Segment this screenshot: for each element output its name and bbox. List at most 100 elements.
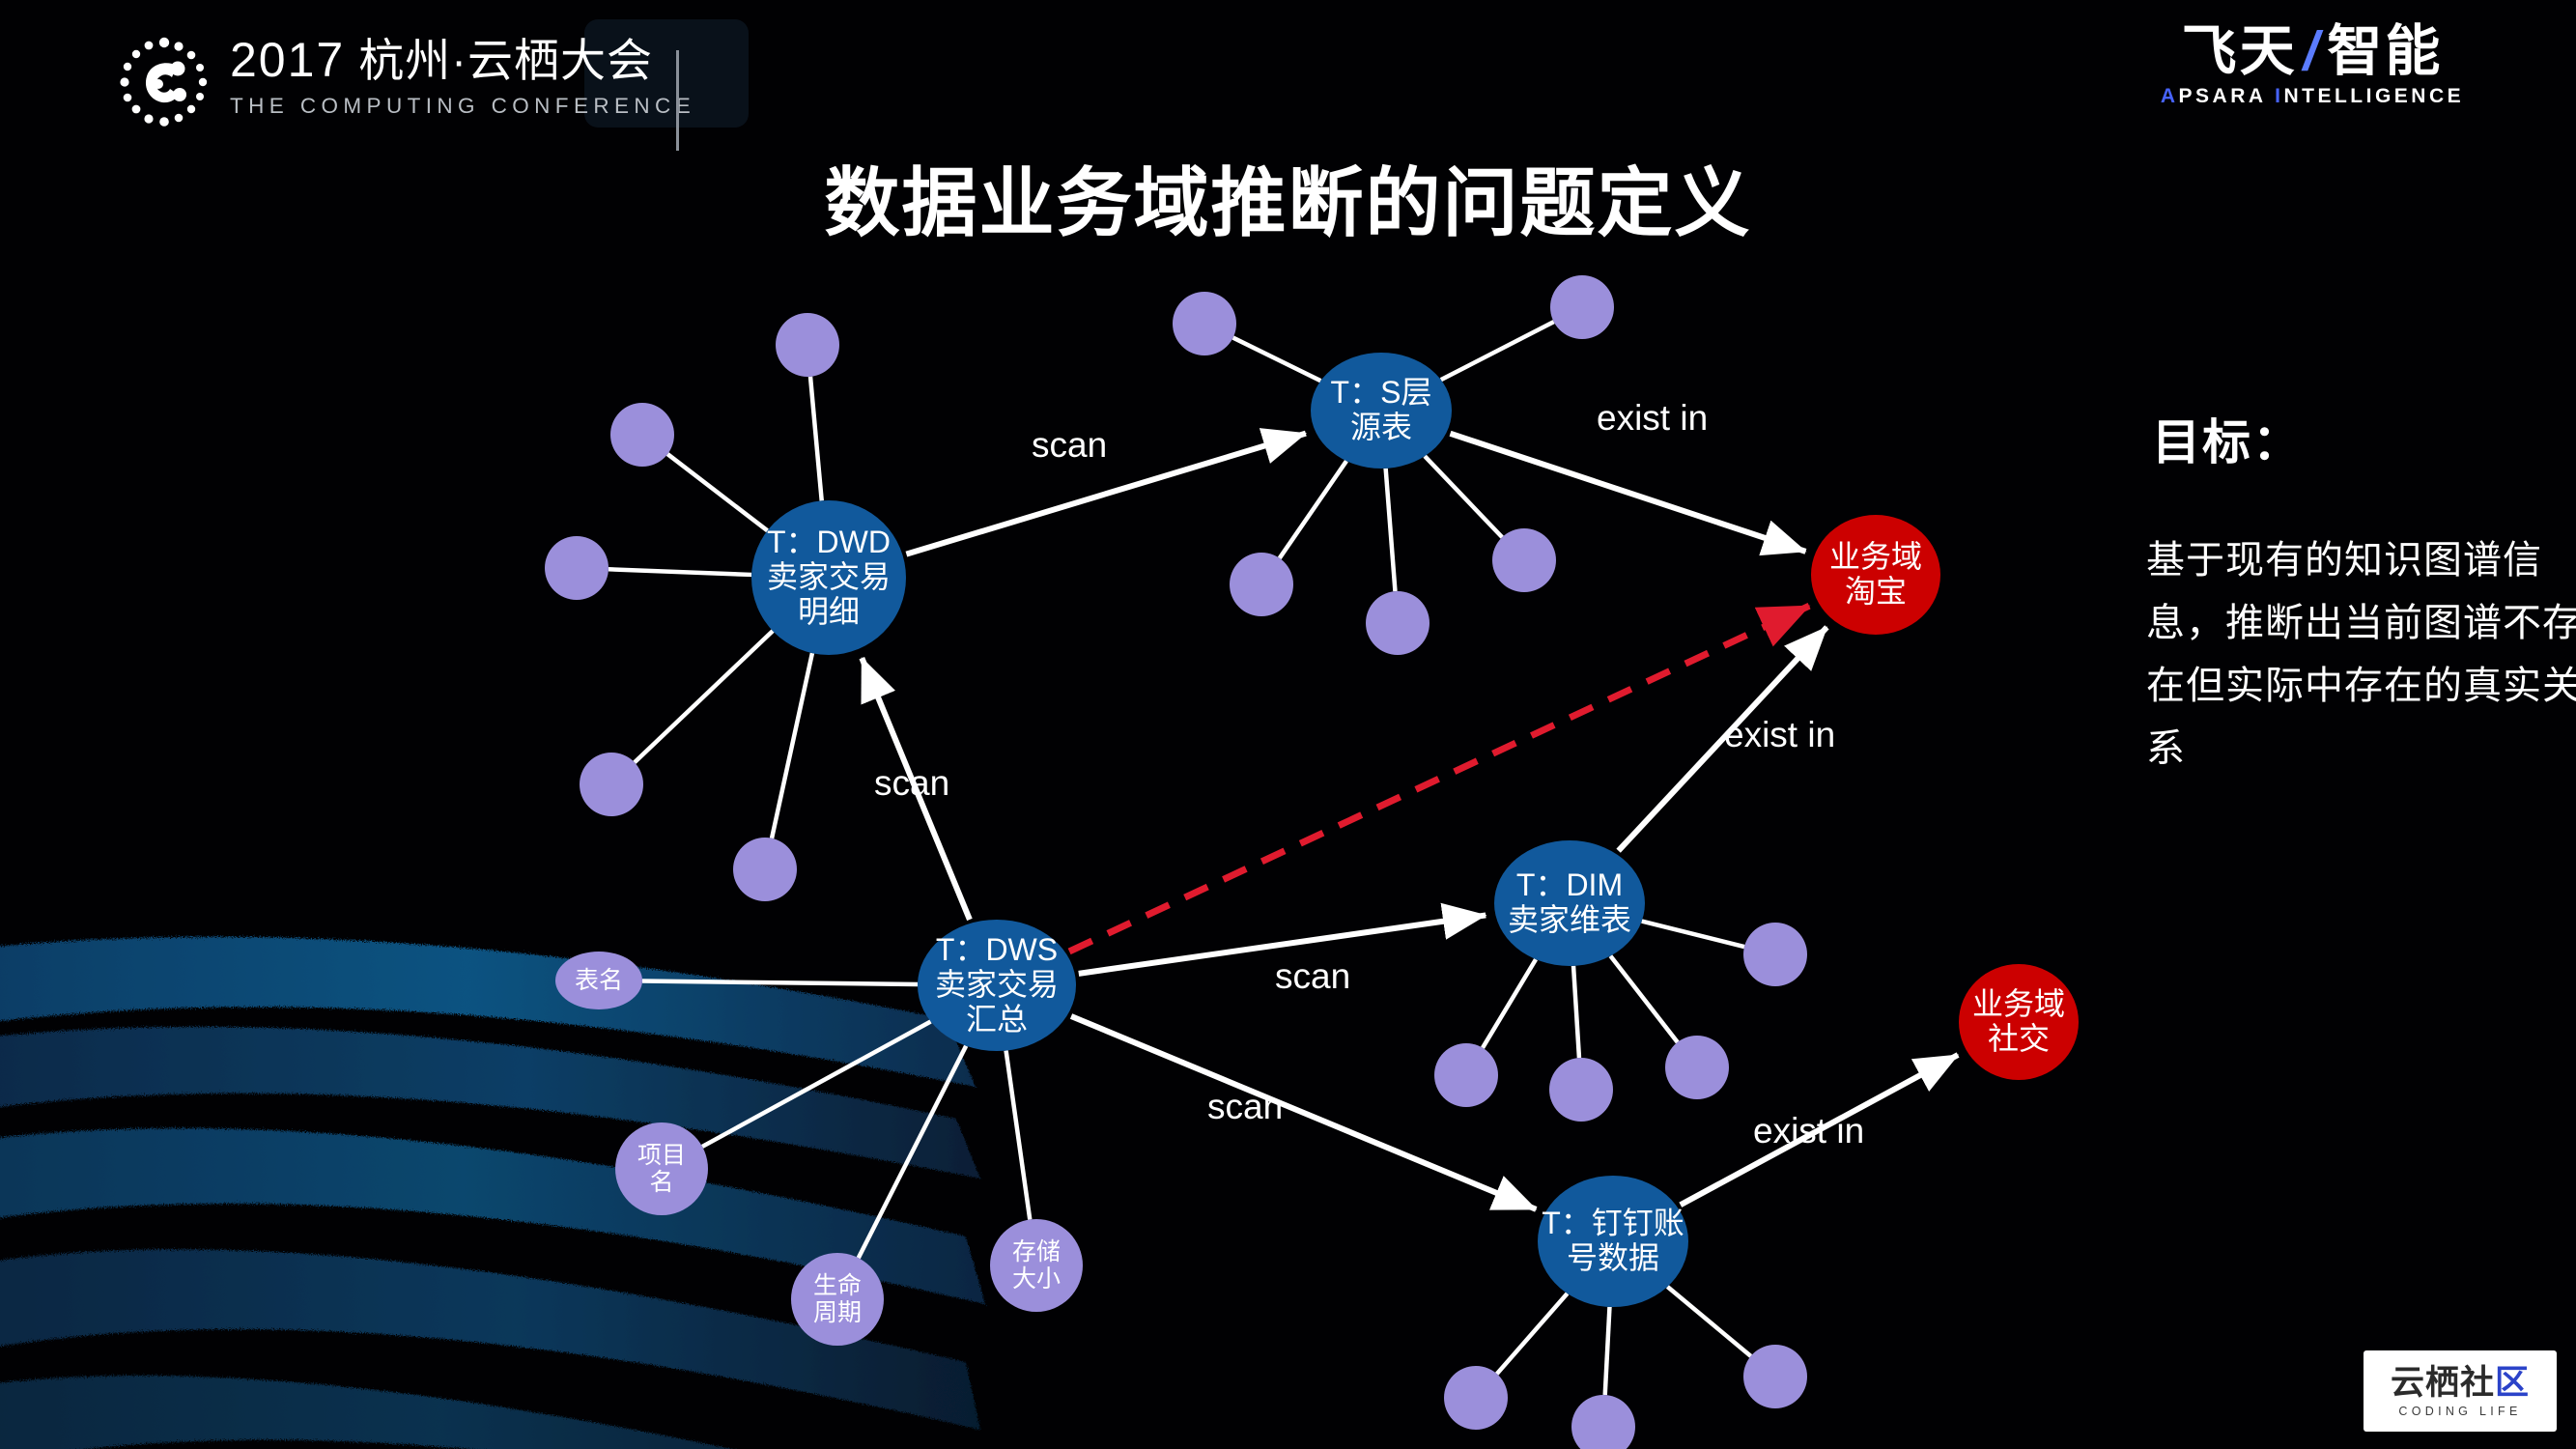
graph-spoke — [633, 629, 775, 764]
apsara-logo-cn: 飞天/智能 — [2153, 21, 2472, 81]
node-label-line: 源表 — [1349, 409, 1412, 444]
graph-node-dim[interactable] — [1494, 840, 1645, 966]
graph-spoke — [1602, 1306, 1612, 1396]
apsara-en-ntelligence: NTELLIGENCE — [2283, 85, 2465, 107]
node-label-taobao: 业务域淘宝 — [1760, 539, 1992, 610]
node-label-line: 社交 — [1987, 1020, 2050, 1056]
graph-spoke — [769, 652, 815, 839]
page-title: 数据业务域推断的问题定义 — [824, 160, 1752, 245]
dotted-c-logo-icon — [120, 37, 208, 127]
graph-spoke — [1423, 454, 1504, 539]
attribute-node[interactable] — [580, 753, 643, 816]
graph-edge-dwd-to-slayer — [905, 428, 1308, 557]
attribute-node[interactable] — [1550, 275, 1614, 339]
edge-label-exist-in: exist in — [1597, 398, 1709, 438]
node-label-line: 大小 — [1011, 1265, 1061, 1293]
goal-body-text: 基于现有的知识图谱信息，推断出当前图谱不存在但实际中存在的真实关系 — [2146, 539, 2576, 770]
node-label-line: 生命 — [812, 1272, 862, 1299]
graph-node-attr_lifecycle[interactable] — [791, 1253, 884, 1346]
apsara-brand-left: 飞天 — [2181, 20, 2298, 82]
attribute-node[interactable] — [610, 403, 674, 467]
attribute-node[interactable] — [1173, 292, 1236, 355]
node-label-social: 业务域社交 — [1903, 986, 2135, 1057]
attribute-node[interactable] — [1743, 923, 1807, 986]
apsara-logo-en: APSARA INTELLIGENCE — [2153, 85, 2472, 108]
edge-label-exist-in: exist in — [1724, 715, 1836, 754]
graph-spoke — [1383, 468, 1398, 592]
graph-spoke — [1641, 919, 1745, 950]
attribute-node[interactable] — [1230, 553, 1293, 616]
yunqi-cn-main: 云栖社 — [2390, 1363, 2495, 1402]
node-label-line: 卖家交易 — [934, 967, 1059, 1003]
node-label-line: T：DWD — [767, 525, 891, 560]
goal-heading: 目标： — [2152, 415, 2303, 469]
edge-label-scan: scan — [1207, 1087, 1284, 1126]
logo-backdrop-panel — [584, 19, 749, 128]
node-label-line: 号数据 — [1566, 1239, 1659, 1275]
node-label-line: 业务域 — [1828, 539, 1922, 575]
node-label-attr_lifecycle: 生命周期 — [722, 1272, 953, 1326]
graph-spoke — [856, 1044, 969, 1260]
apsara-brand-slash: / — [2303, 20, 2322, 82]
conference-title-line: 2017 杭州·云栖大会 — [230, 33, 695, 88]
node-label-slayer: T：S层源表 — [1265, 375, 1497, 445]
attribute-node[interactable] — [1571, 1395, 1635, 1449]
node-label-ding: T：钉钉账号数据 — [1497, 1206, 1729, 1276]
graph-node-ding[interactable] — [1538, 1176, 1688, 1307]
conference-logo-text: 2017 杭州·云栖大会 THE COMPUTING CONFERENCE — [230, 33, 695, 119]
edge-label-scan: scan — [1032, 425, 1108, 465]
node-label-line: T：DWS — [935, 932, 1059, 968]
graph-node-dws[interactable] — [918, 920, 1076, 1051]
graph-edge-dws-to-ding — [1069, 1013, 1538, 1212]
graph-node-taobao[interactable] — [1811, 515, 1940, 635]
graph-spoke — [1231, 335, 1322, 384]
graph-node-social[interactable] — [1959, 964, 2079, 1080]
attribute-node[interactable] — [776, 313, 839, 377]
conference-name-en: THE COMPUTING CONFERENCE — [230, 94, 696, 118]
node-label-line: T：S层 — [1330, 375, 1432, 411]
node-label-line: T：DIM — [1515, 867, 1624, 903]
graph-spoke — [1004, 1050, 1033, 1220]
graph-edges-layer — [608, 320, 1960, 1396]
node-label-line: T：钉钉账 — [1542, 1206, 1684, 1241]
graph-edge-dws-to-taobao — [1067, 603, 1811, 955]
header-divider — [676, 50, 679, 151]
apsara-intelligence-logo: 飞天/智能 APSARA INTELLIGENCE — [2153, 21, 2472, 108]
edge-label-scan: scan — [874, 763, 950, 803]
node-label-line: 周期 — [812, 1299, 862, 1326]
edge-label-exist-in: exist in — [1753, 1111, 1865, 1151]
node-label-attr_tablename: 表名 — [483, 967, 715, 994]
graph-node-attr_tablename[interactable] — [555, 952, 642, 1009]
graph-spoke — [1439, 320, 1555, 383]
graph-edge-dim-to-taobao — [1616, 625, 1829, 853]
node-label-line: 明细 — [797, 593, 860, 629]
attribute-node[interactable] — [1444, 1366, 1508, 1430]
node-label-line: 名 — [649, 1169, 674, 1196]
yunqi-watermark-en: CODING LIFE — [2398, 1404, 2522, 1418]
attribute-node[interactable] — [545, 536, 609, 600]
attribute-node[interactable] — [733, 838, 797, 901]
graph-edge-dws-to-dwd — [859, 657, 973, 922]
node-label-line: 汇总 — [965, 1001, 1028, 1037]
graph-node-dwd[interactable] — [751, 500, 906, 655]
node-label-line: 表名 — [574, 967, 623, 994]
attribute-node[interactable] — [1665, 1036, 1729, 1099]
node-label-attr_storage: 存储大小 — [920, 1238, 1152, 1293]
attribute-node[interactable] — [1434, 1043, 1498, 1107]
attribute-node[interactable] — [1366, 591, 1430, 655]
graph-node-attr_storage[interactable] — [990, 1219, 1083, 1312]
attribute-node[interactable] — [1549, 1058, 1613, 1122]
graph-nodes-layer — [545, 275, 2079, 1449]
graph-node-attr_project[interactable] — [615, 1122, 708, 1215]
yunqi-community-watermark: 云栖社区 CODING LIFE — [2364, 1350, 2557, 1432]
attribute-node[interactable] — [1743, 1345, 1807, 1408]
attribute-node[interactable] — [1492, 528, 1556, 592]
graph-node-slayer[interactable] — [1311, 353, 1452, 469]
graph-spoke — [665, 452, 769, 533]
node-label-line: 卖家交易 — [766, 559, 891, 595]
graph-spoke — [807, 376, 824, 501]
graph-spoke — [1277, 459, 1348, 560]
